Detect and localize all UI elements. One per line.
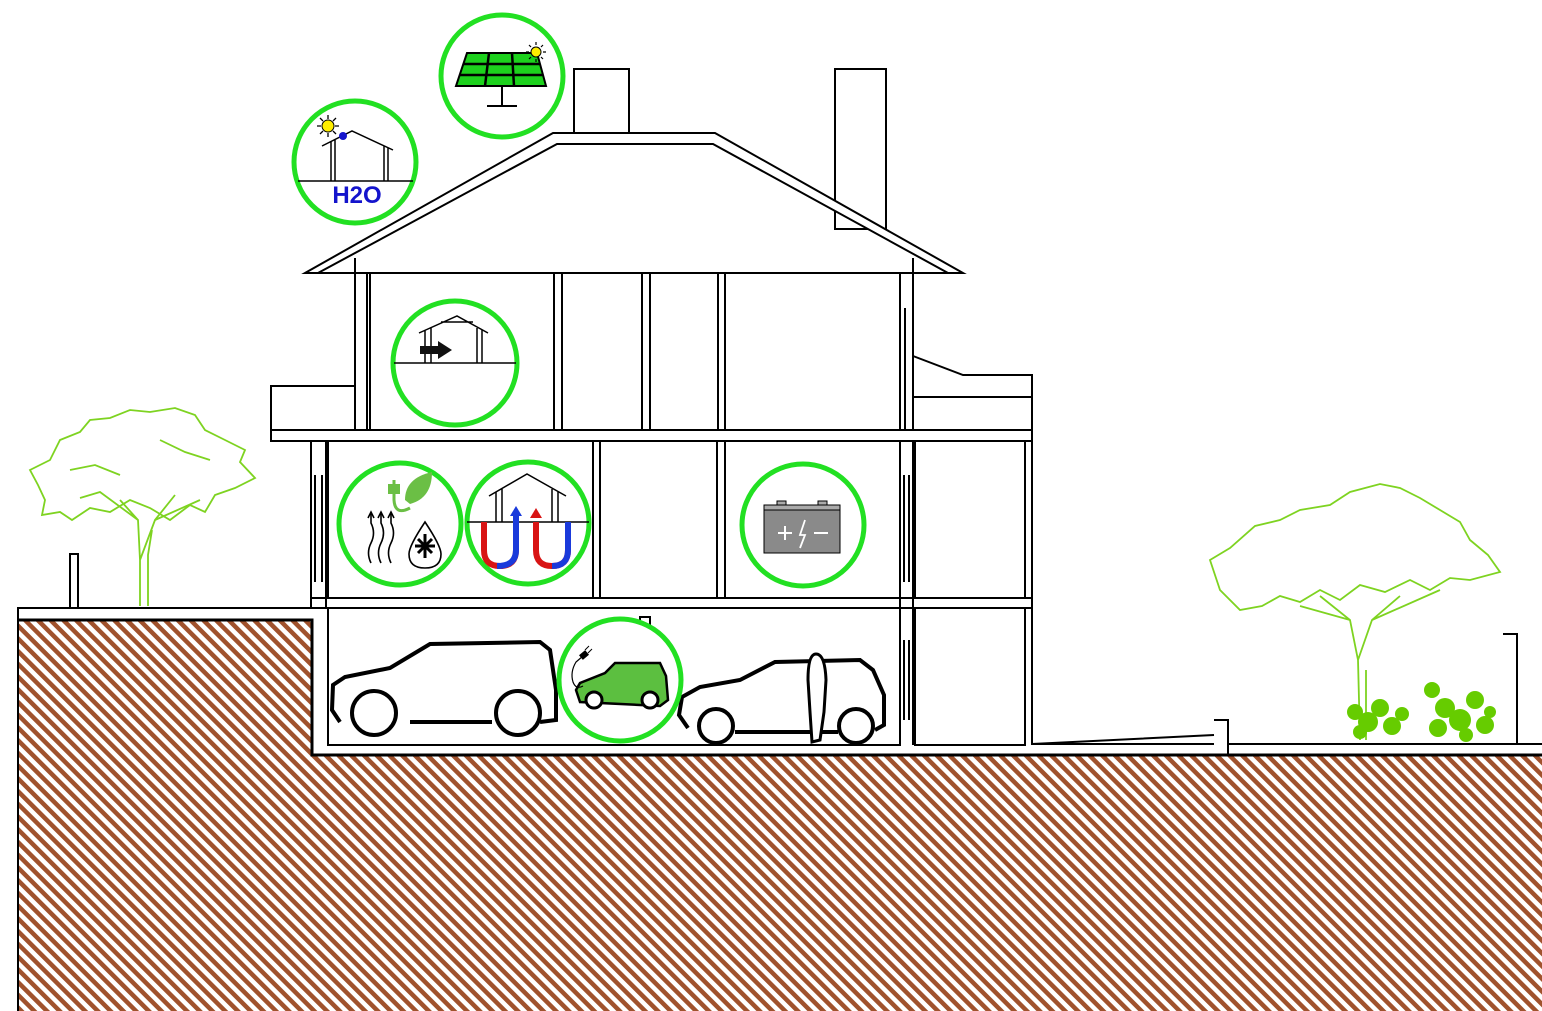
heat-recovery-ventilation-icon bbox=[339, 463, 461, 585]
lower-slab bbox=[311, 598, 1032, 608]
person-silhouette bbox=[808, 654, 826, 742]
h2o-label: H2O bbox=[332, 182, 381, 209]
geothermal-heat-pump-icon bbox=[467, 462, 589, 584]
electric-car-charging-icon bbox=[559, 619, 681, 741]
balcony-left bbox=[271, 386, 355, 430]
left-terrace bbox=[18, 554, 312, 620]
tree-right bbox=[1210, 484, 1500, 740]
tree-left bbox=[30, 408, 255, 606]
sun-icon bbox=[526, 42, 546, 62]
upper-slab bbox=[271, 430, 1032, 441]
ground bbox=[18, 554, 1542, 1011]
chimney-left bbox=[574, 69, 629, 133]
suv-outline bbox=[332, 642, 556, 735]
rainwater-harvesting-icon: H2O bbox=[294, 101, 416, 223]
hatchback-outline bbox=[679, 660, 884, 743]
annex-right bbox=[913, 356, 1032, 440]
solar-panel-icon bbox=[441, 15, 563, 137]
sun-icon bbox=[317, 115, 339, 137]
soil-hatch bbox=[18, 620, 1542, 1011]
roof-insulation-icon bbox=[393, 301, 517, 425]
bushes bbox=[1347, 682, 1496, 742]
home-battery-icon bbox=[742, 464, 864, 586]
